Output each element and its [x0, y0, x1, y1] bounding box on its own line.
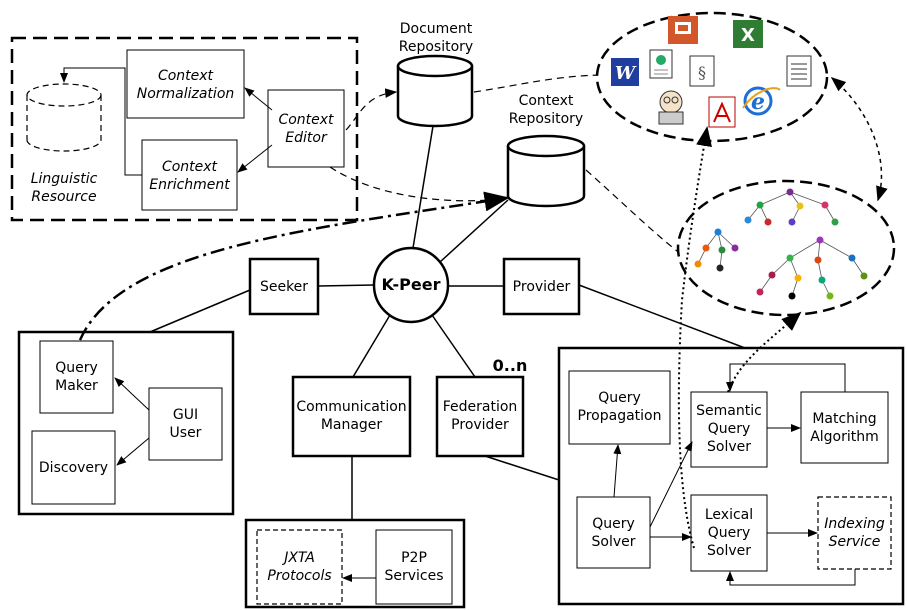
p2p-services-box [375, 529, 453, 605]
matching-algorithm-box [800, 391, 889, 464]
ontology-nodes [694, 188, 868, 300]
context-normalization-label: Context Normalization [136, 68, 235, 102]
powerpoint-icon [668, 16, 698, 44]
indexing-service-label: Indexing Service [824, 516, 885, 550]
ontology-cloud [676, 179, 896, 317]
federation-provider-box [435, 375, 525, 458]
context-enrichment-label: Context Enrichment [149, 159, 230, 193]
seeker-box [248, 257, 320, 316]
document-repository-cylinder [396, 54, 474, 128]
context-repo-to-ontology-link [585, 169, 683, 256]
provider-label: Provider [512, 279, 571, 295]
context-editor-label: Context Editor [278, 112, 334, 146]
kpeer-ctxrepo-line [439, 199, 509, 263]
documents-ontology-link [830, 77, 888, 202]
k-peer-label: K-Peer [381, 275, 441, 294]
lexical-query-solver-box [690, 494, 768, 572]
context-repository-cylinder [506, 134, 586, 208]
matching-to-semantic-loop [726, 363, 846, 392]
editor-to-document-repo-link [345, 88, 398, 131]
seeker-user-line [149, 289, 251, 333]
gui-user-label: GUI User [169, 407, 202, 441]
excel-icon: X [733, 20, 763, 48]
editor-to-normalization-arrow [244, 87, 273, 111]
kpeer-docrepo-line [412, 125, 434, 249]
seeker-label: Seeker [259, 279, 309, 295]
svg-text:§: § [698, 63, 706, 82]
jxta-protocols-label: JXTA Protocols [267, 550, 332, 584]
query-propagation-box [568, 370, 671, 445]
jxta-protocols-box [256, 529, 343, 605]
pdf-icon [708, 96, 736, 128]
svg-text:X: X [741, 25, 755, 46]
solver-to-propagation-arrow [613, 444, 622, 498]
matching-algorithm-label: Matching Algorithm [810, 411, 879, 445]
communication-manager-box [291, 375, 412, 458]
editor-to-enrichment-arrow [237, 144, 273, 173]
p2p-services-label: P2P Services [384, 550, 444, 584]
context-enrichment-box [141, 139, 238, 211]
query-solver-box [576, 496, 651, 569]
notepad-icon [786, 55, 812, 87]
discovery-box [31, 430, 116, 505]
ie-icon: e [742, 86, 781, 116]
semantic-query-solver-box [690, 391, 768, 468]
gui-to-discovery-arrow [116, 437, 150, 466]
linguistic-resource-label: Linguistic Resource [30, 171, 98, 205]
query-maker-label: Query Maker [55, 360, 98, 394]
document-repository-label: Document Repository [398, 21, 474, 55]
kpeer-federation-line [431, 314, 476, 378]
lexical-query-solver-label: Lexical Query Solver [704, 507, 754, 559]
multiplicity-label: 0..n [492, 356, 528, 375]
provider-solver-line [578, 284, 746, 349]
document-repo-to-documents-link [473, 74, 606, 93]
solver-to-semantic-arrow [649, 441, 693, 528]
indexing-service-box [817, 496, 892, 570]
querymaker-to-ctxrepo-link [78, 191, 510, 341]
indexing-to-lexical-loop [726, 569, 856, 586]
word-icon: W [611, 58, 639, 86]
seeker-kpeer-line [317, 284, 375, 287]
kpeer-commmanager-line [352, 314, 391, 378]
gui-to-querymaker-arrow [114, 377, 150, 411]
communication-manager-label: Communication Manager [296, 399, 407, 433]
federation-solver-line [484, 455, 560, 481]
script-icon: § [689, 55, 715, 87]
federation-provider-label: Federation Provider [442, 399, 518, 433]
semantic-query-solver-label: Semantic Query Solver [696, 403, 762, 455]
query-solving-group [557, 346, 905, 606]
gui-user-box [148, 387, 223, 461]
context-repository-label: Context Repository [508, 93, 584, 127]
context-management-group [10, 36, 359, 222]
user-interface-group [17, 330, 235, 516]
context-editor-box [267, 89, 345, 168]
discovery-label: Discovery [38, 460, 109, 476]
jxta-group [244, 518, 466, 609]
agent-icon [658, 90, 684, 125]
svg-text:W: W [615, 63, 637, 84]
linguistic-resource-cylinder [26, 83, 102, 152]
lexical-to-documents-link [677, 126, 712, 549]
semantic-to-ontology-link [727, 311, 802, 393]
enrichment-to-resource-line [60, 67, 142, 176]
context-normalization-box [126, 49, 245, 119]
query-propagation-label: Query Propagation [577, 390, 662, 424]
query-solver-label: Query Solver [591, 516, 636, 550]
query-maker-box [39, 340, 114, 414]
image-doc-icon [649, 49, 673, 79]
